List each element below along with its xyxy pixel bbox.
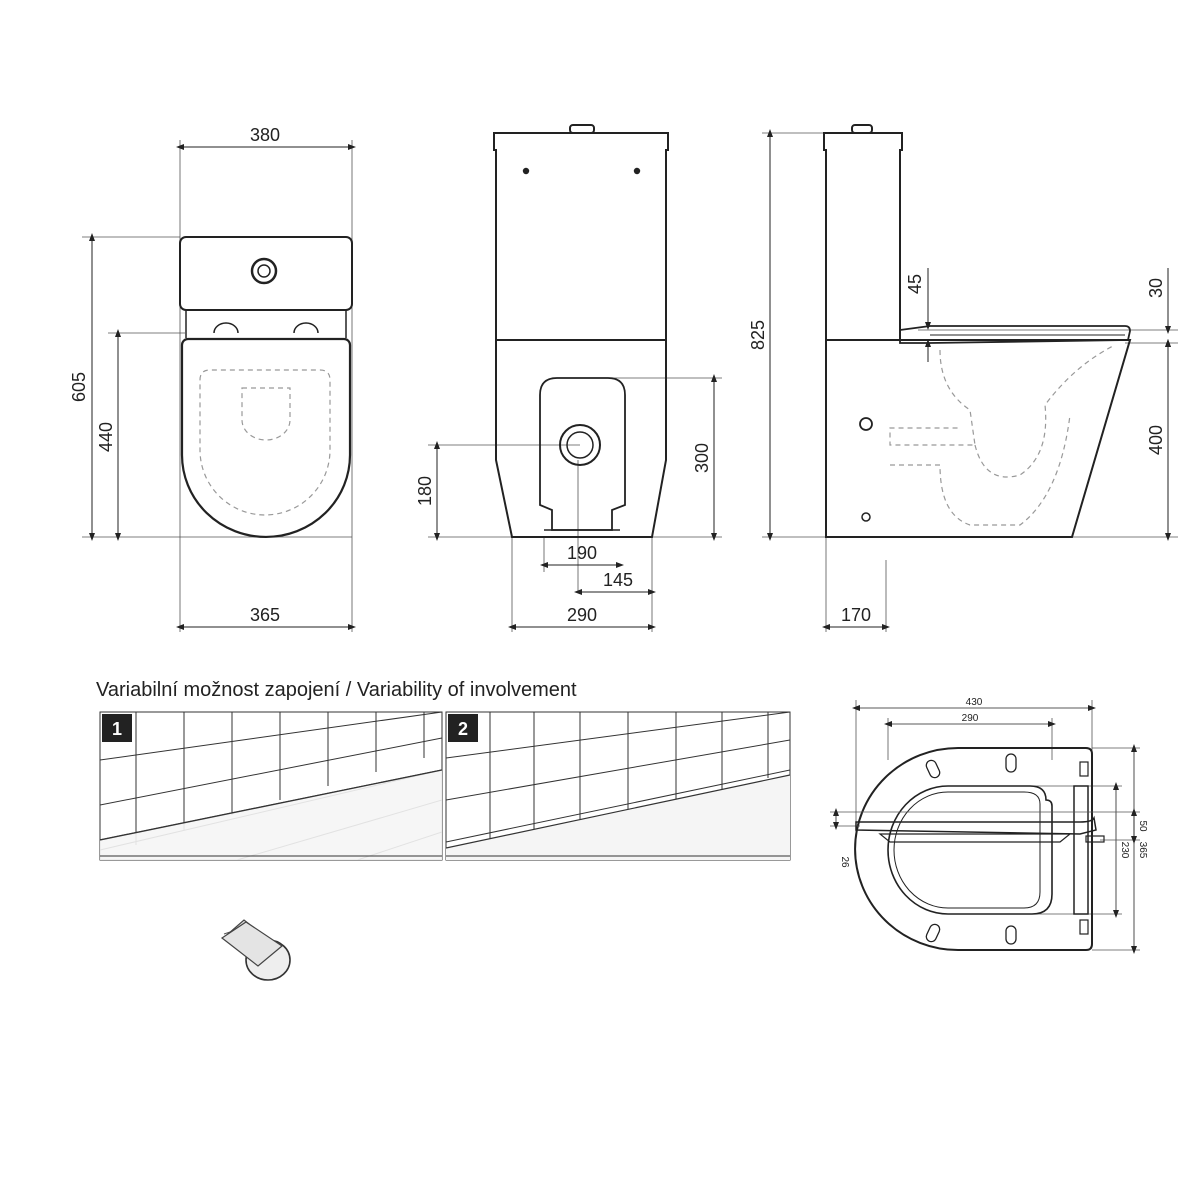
seat-side-profile	[855, 815, 1097, 835]
front-view: 180 300 190 145 290	[415, 124, 722, 632]
panel-1-outlet	[220, 921, 284, 967]
bowl-front-outline	[495, 339, 667, 538]
bowl-side-outline	[825, 339, 1132, 538]
dim-height: 825	[748, 320, 768, 350]
dim-seat-total: 50	[1137, 820, 1148, 832]
dim-seat-inner-length: 290	[962, 713, 979, 724]
cistern-outline	[179, 236, 353, 311]
dim-base-inner: 190	[567, 543, 597, 563]
dim-outlet-height: 180	[415, 476, 435, 506]
flush-button-front-icon	[569, 124, 595, 134]
dim-back-offset: 170	[841, 605, 871, 625]
install-panel-2: 2	[445, 711, 791, 861]
top-view: 380 605 440 365	[69, 125, 356, 632]
seat-side-view: 50 26	[830, 808, 1148, 868]
bowl-inner-dashed	[199, 369, 331, 516]
step-badge-1	[102, 714, 132, 742]
seat-side	[899, 325, 1131, 344]
dim-seat-inner-width: 230	[1119, 842, 1130, 859]
step-badge-1-label: 1	[112, 719, 122, 739]
dim-width-bottom: 365	[250, 605, 280, 625]
dim-base: 290	[567, 605, 597, 625]
flush-button-icon	[250, 257, 278, 285]
dim-seat-thickness-small: 26	[839, 856, 850, 868]
dim-seat-thickness: 30	[1146, 278, 1166, 298]
bowl-seat-outline	[180, 337, 352, 539]
step-badge-2	[448, 714, 478, 742]
dim-width-top: 380	[250, 125, 280, 145]
outlet-cover	[539, 377, 626, 531]
side-view: 825 45 30 400 170	[748, 124, 1178, 632]
seat-top-view: 430 290 230 365	[852, 697, 1148, 954]
dim-seat-gap: 45	[905, 274, 925, 294]
seat-hinge	[1073, 785, 1089, 915]
outlet-pipe-icon	[559, 424, 601, 466]
bumper-icon	[925, 759, 941, 779]
installation-heading: Variabilní možnost zapojení / Variabilit…	[96, 679, 577, 701]
step-badge-2-label: 2	[458, 719, 468, 739]
dim-depth: 605	[69, 372, 89, 402]
fixing-hole-icon	[859, 417, 873, 431]
seat-outer-outline	[854, 747, 1093, 951]
dim-seat-height: 400	[1146, 425, 1166, 455]
dim-bowl: 440	[96, 422, 116, 452]
dim-offset: 145	[603, 570, 633, 590]
dim-seat-length: 430	[966, 697, 983, 708]
dim-outlet-cover: 300	[692, 443, 712, 473]
seat-opening-outline	[887, 785, 1053, 915]
cistern-side-outline	[823, 132, 903, 341]
install-panel-1: 1	[99, 711, 443, 981]
cistern-front-outline	[493, 132, 669, 341]
dim-seat-width: 365	[1137, 842, 1148, 859]
